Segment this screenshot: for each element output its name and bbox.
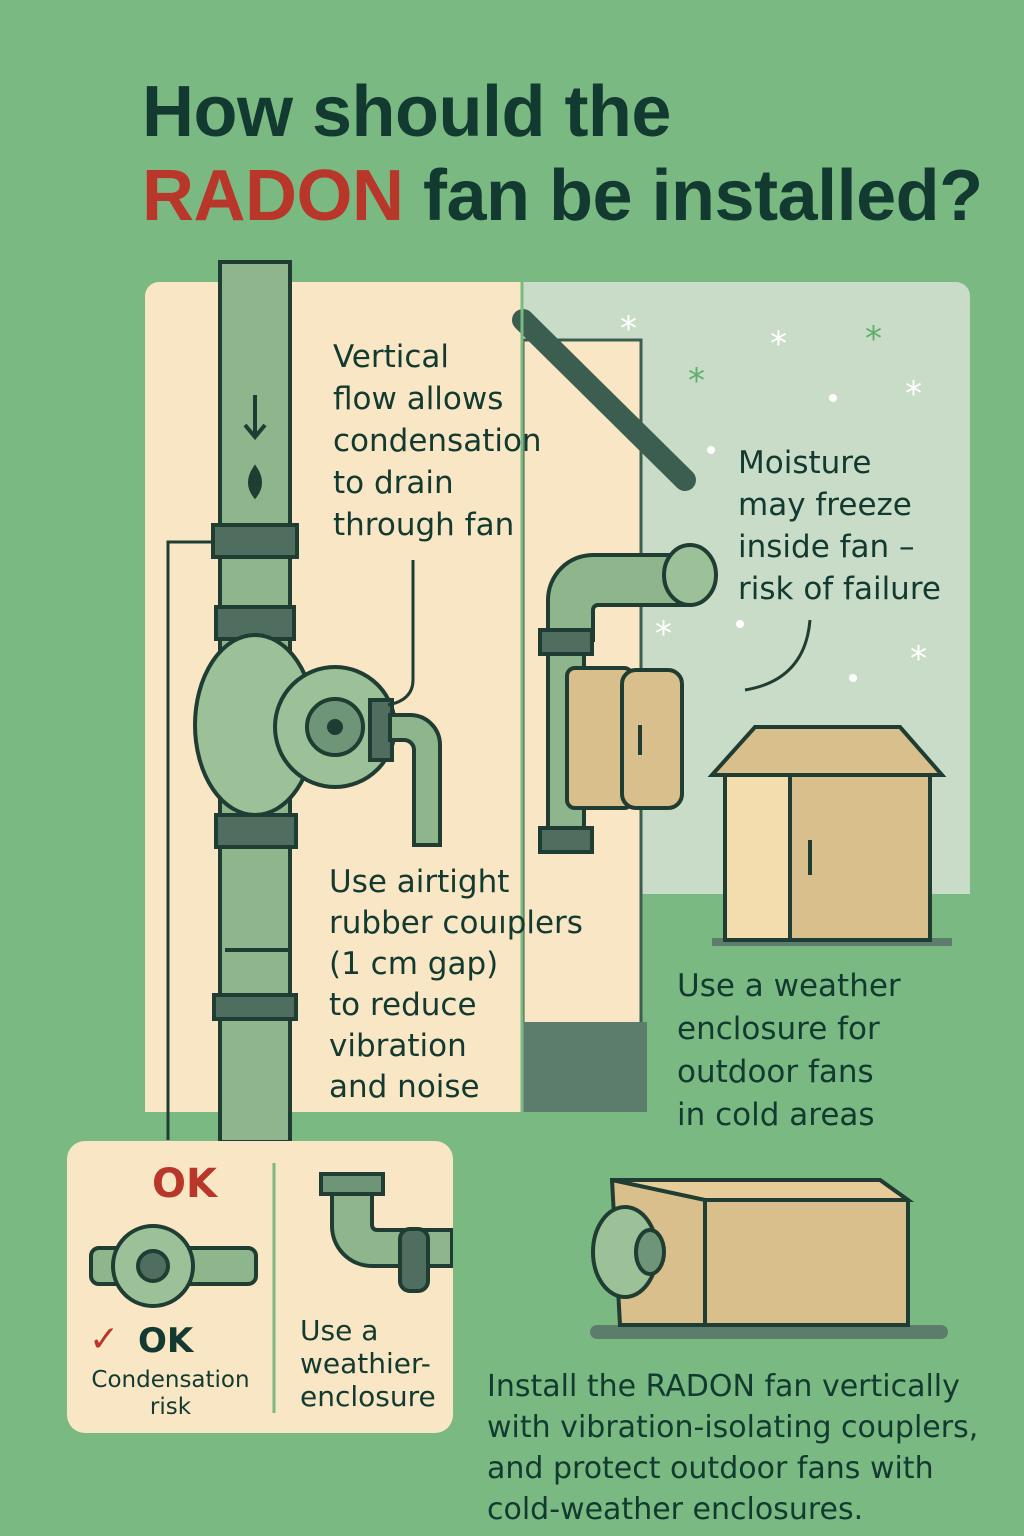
page-title: How should the RADON fan be installed? xyxy=(142,70,983,238)
callout-enclosure: Use a weather enclosure for outdoor fans… xyxy=(677,965,901,1137)
callout-line: inside fan – xyxy=(738,529,915,565)
callout-line: condensation xyxy=(333,423,542,459)
callout-line: outdoor fans xyxy=(677,1054,874,1090)
callout-moisture: Moisture may freeze inside fan – risk of… xyxy=(738,442,941,610)
summary-line: Install the RADON fan vertically xyxy=(487,1369,960,1404)
callout-line: Use a weather xyxy=(677,968,901,1004)
label-line: Condensation xyxy=(91,1367,250,1393)
svg-text:*: * xyxy=(655,614,672,654)
callout-line: through fan xyxy=(333,507,515,543)
callout-line: to reduce xyxy=(329,987,477,1023)
svg-text:*: * xyxy=(910,639,927,679)
callout-line: (1 cm gap) xyxy=(329,946,499,982)
callout-line: flow allows xyxy=(333,381,504,417)
svg-text:*: * xyxy=(865,319,882,359)
checkmark-icon: ✓ xyxy=(89,1319,120,1360)
title-highlight: RADON xyxy=(142,156,404,236)
svg-text:*: * xyxy=(620,309,637,349)
outdoor-fan-illustration xyxy=(538,543,812,854)
svg-text:*: * xyxy=(905,374,922,414)
weather-enclosure-label: Use a weathier- enclosure xyxy=(300,1314,436,1413)
svg-text:*: * xyxy=(688,361,705,401)
callout-line: in cold areas xyxy=(677,1097,875,1133)
label-line: weathier- xyxy=(300,1347,431,1380)
svg-text:*: * xyxy=(770,324,787,364)
summary-line: cold-weather enclosures. xyxy=(487,1492,864,1527)
callout-line: risk of failure xyxy=(738,571,941,607)
weather-enclosure-illustration xyxy=(707,725,952,946)
label-line: enclosure xyxy=(300,1380,436,1413)
label-line: Use a xyxy=(300,1314,379,1347)
label-line: risk xyxy=(149,1394,192,1420)
callout-line: Moisture xyxy=(738,445,872,481)
callout-line: Use airtight xyxy=(329,864,510,900)
summary-line: with vibration-isolating couplers, xyxy=(487,1410,979,1445)
ok-label: OK xyxy=(138,1321,194,1361)
fan-enclosure-box-illustration xyxy=(590,1178,948,1339)
title-rest: fan be installed? xyxy=(403,156,983,236)
callout-line: may freeze xyxy=(738,487,912,523)
callout-line: enclosure for xyxy=(677,1011,880,1047)
summary-text: Install the RADON fan vertically with vi… xyxy=(487,1366,978,1530)
callout-line: and noise xyxy=(329,1069,480,1105)
snowflake-icons: * * * * * * * xyxy=(620,309,927,682)
title-line-2: RADON fan be installed? xyxy=(142,154,983,238)
callout-line: to drain xyxy=(333,465,454,501)
condensation-label: Condensation risk xyxy=(67,1367,274,1421)
comparison-box: OK ✓ OK Condensation risk Use a weathier… xyxy=(67,1141,453,1433)
callout-couplers: Use airtight rubber couıplers (1 cm gap)… xyxy=(329,862,583,1108)
box-illustrations xyxy=(89,1163,453,1413)
callout-line: vibration xyxy=(329,1028,467,1064)
summary-line: and protect outdoor fans with xyxy=(487,1451,934,1486)
callout-line: rubber couıplers xyxy=(329,905,583,941)
callout-line: Vertical xyxy=(333,339,450,375)
ok-label-top: OK xyxy=(152,1161,217,1207)
callout-vertical-flow: Vertical flow allows condensation to dra… xyxy=(333,336,542,546)
title-line-1: How should the xyxy=(142,72,671,152)
